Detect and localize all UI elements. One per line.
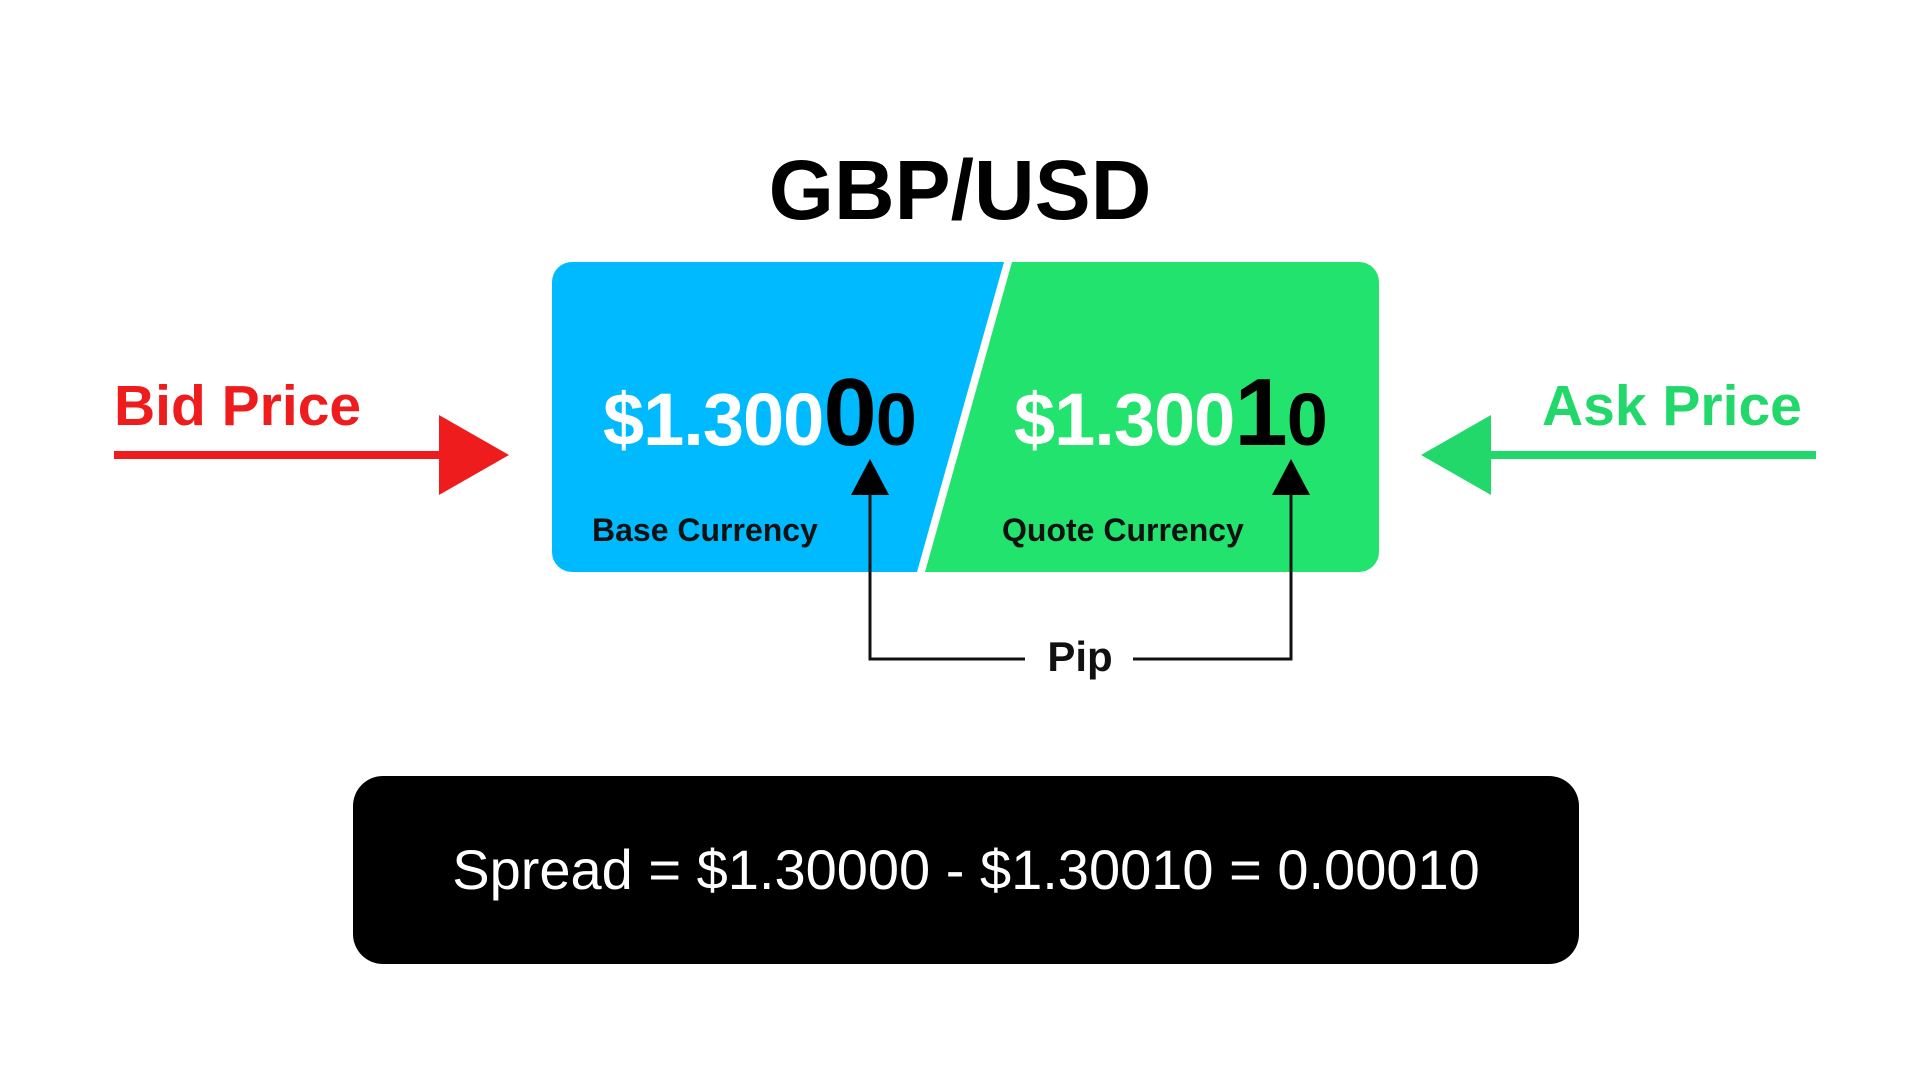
spread-box: Spread = $1.30000 - $1.30010 = 0.00010 bbox=[353, 776, 1579, 964]
ask-price-main: $1.300 bbox=[1014, 378, 1235, 461]
arrow-right-icon bbox=[114, 415, 509, 495]
ask-pip-digit: 1 bbox=[1234, 359, 1287, 466]
base-currency-label: Base Currency bbox=[592, 512, 818, 548]
ask-last-digit: 0 bbox=[1286, 378, 1328, 461]
bid-last-digit: 0 bbox=[875, 378, 917, 461]
quote-currency-panel bbox=[925, 262, 1379, 572]
currency-pair-title: GBP/USD bbox=[768, 143, 1152, 237]
arrow-up-icon bbox=[851, 459, 889, 495]
arrow-up-icon bbox=[1272, 459, 1310, 495]
arrow-left-icon bbox=[1421, 415, 1816, 495]
bid-pip-digit: 0 bbox=[823, 359, 876, 466]
bid-price-label: Bid Price bbox=[114, 374, 362, 438]
pip-label: Pip bbox=[1047, 633, 1113, 680]
spread-formula: Spread = $1.30000 - $1.30010 = 0.00010 bbox=[452, 838, 1480, 901]
quote-currency-label: Quote Currency bbox=[1002, 512, 1244, 548]
ask-price-value: $1.30010 bbox=[1014, 365, 1328, 461]
ask-price-label: Ask Price bbox=[1542, 374, 1802, 438]
price-panel bbox=[552, 262, 1379, 572]
bid-price-main: $1.300 bbox=[603, 378, 824, 461]
base-currency-panel bbox=[552, 262, 1004, 572]
pip-connector bbox=[851, 459, 1310, 661]
bid-price-value: $1.30000 bbox=[603, 365, 917, 461]
